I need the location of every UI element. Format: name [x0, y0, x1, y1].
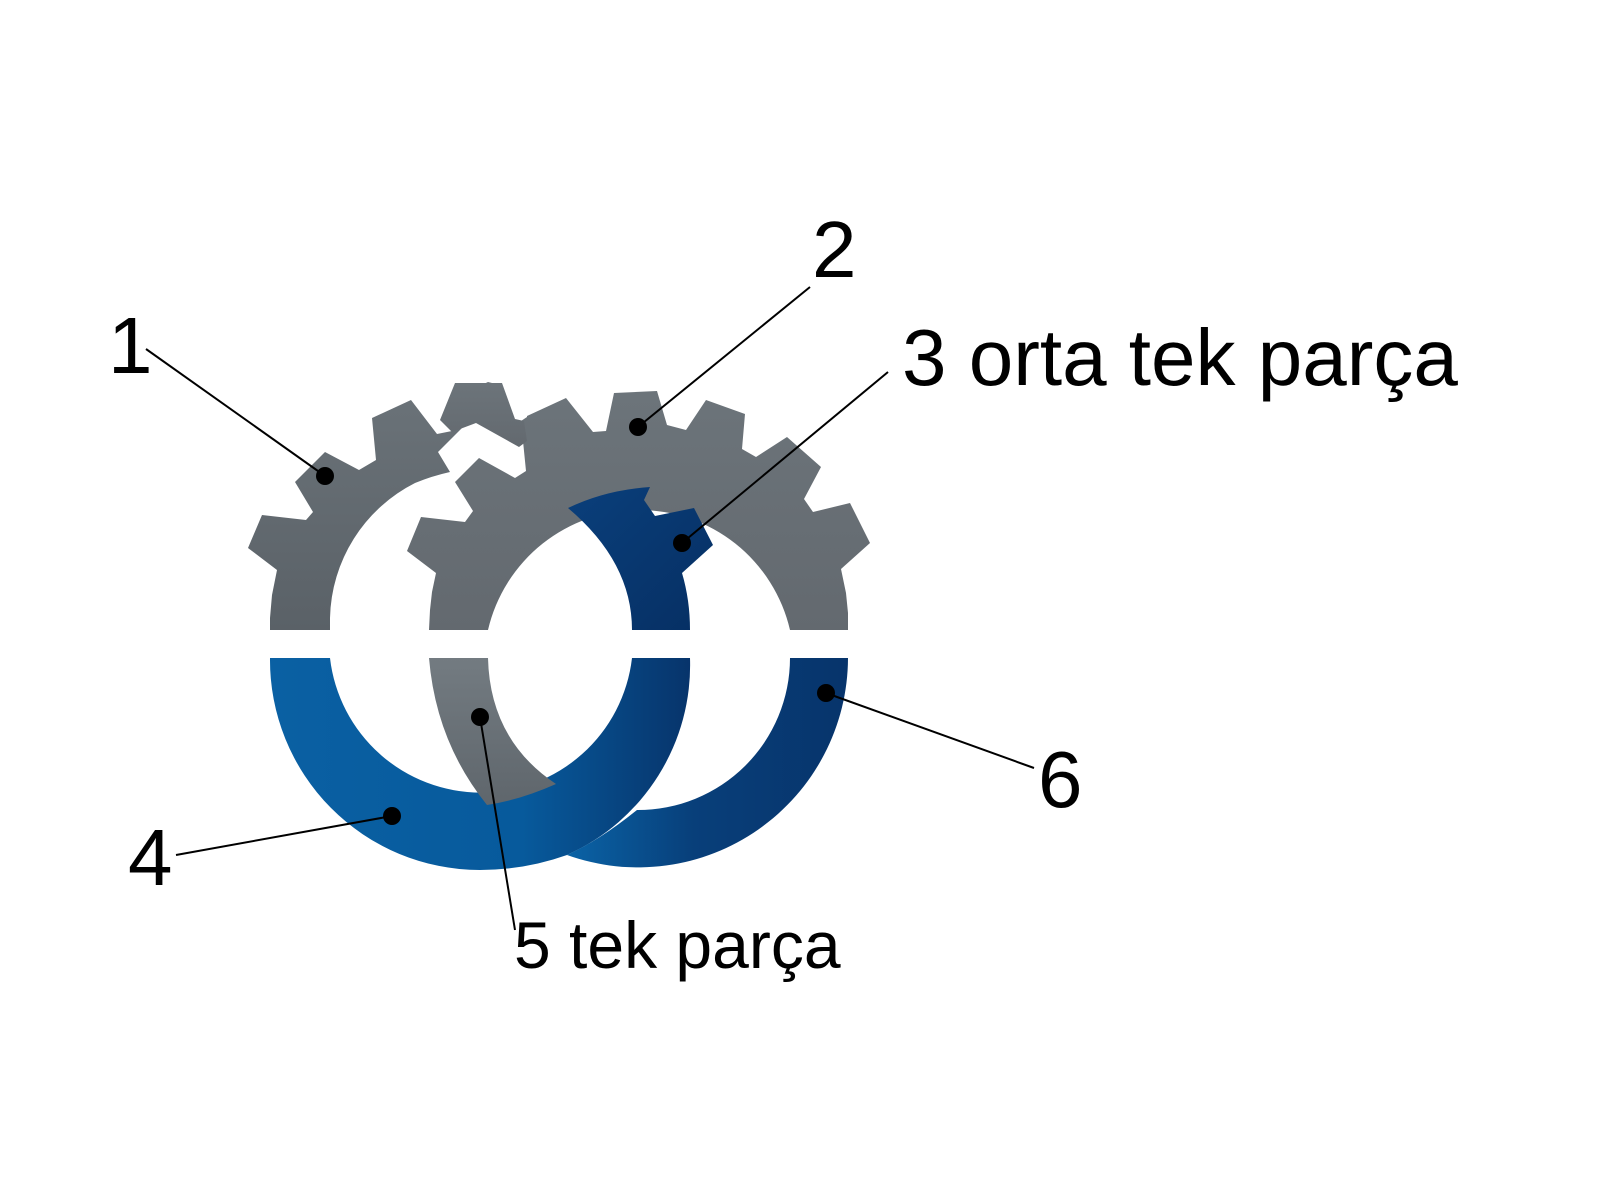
leader-line-1: [145, 348, 326, 477]
marker-dot-1: [316, 467, 334, 485]
label-4: 4: [128, 813, 173, 902]
marker-dot-3: [673, 534, 691, 552]
leader-line-2: [637, 286, 811, 428]
ring-5-gray: [429, 658, 556, 805]
leader-line-6: [825, 692, 1035, 769]
marker-dot-5: [471, 708, 489, 726]
leader-line-5: [479, 716, 516, 931]
label-1: 1: [108, 301, 153, 390]
marker-dot-4: [383, 807, 401, 825]
gear-2-notch: [440, 383, 527, 447]
leader-line-4: [175, 815, 393, 856]
ring-6-right: [567, 658, 848, 868]
leader-line-3: [681, 371, 889, 544]
label-5: 5 tek parça: [514, 908, 841, 982]
ring-4-left: [269, 658, 691, 870]
marker-dot-2: [629, 418, 647, 436]
label-3: 3 orta tek parça: [902, 313, 1458, 402]
label-6: 6: [1038, 735, 1083, 824]
marker-dot-6: [817, 684, 835, 702]
gear-1-left: [248, 382, 500, 630]
gear-2-right: [407, 391, 870, 630]
label-2: 2: [812, 205, 857, 294]
ring-3-middle: [568, 487, 713, 630]
